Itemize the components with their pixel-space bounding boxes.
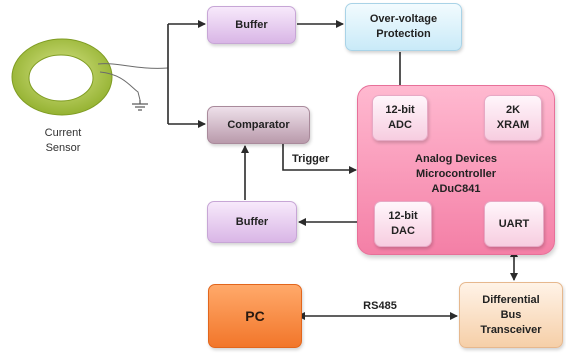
comparator-label: Comparator xyxy=(227,118,289,133)
xram-label-line1: 2K xyxy=(497,103,529,118)
uart-block: UART xyxy=(484,201,544,247)
current-sensor-icon xyxy=(12,39,112,115)
transceiver-label-line1: Differential xyxy=(480,293,541,308)
uart-label: UART xyxy=(499,217,530,232)
buffer-top-label: Buffer xyxy=(235,18,267,33)
overvoltage-protection-block: Over-voltage Protection xyxy=(345,3,462,51)
dac-label-line2: DAC xyxy=(388,224,417,239)
pc-block: PC xyxy=(208,284,302,348)
overvoltage-label-line2: Protection xyxy=(370,27,437,42)
rs485-label: RS485 xyxy=(350,299,410,314)
buffer-bottom-label: Buffer xyxy=(236,215,268,230)
dac-block: 12-bit DAC xyxy=(374,201,432,247)
comparator-block: Comparator xyxy=(207,106,310,144)
adc-label-line2: ADC xyxy=(385,118,414,133)
trigger-label-text: Trigger xyxy=(292,153,329,165)
rs485-label-text: RS485 xyxy=(363,300,397,312)
dac-label-line1: 12-bit xyxy=(388,209,417,224)
trigger-label: Trigger xyxy=(292,152,352,167)
buffer-bottom-block: Buffer xyxy=(207,201,297,243)
xram-block: 2K XRAM xyxy=(484,95,542,141)
transceiver-block: Differential Bus Transceiver xyxy=(459,282,563,348)
adc-block: 12-bit ADC xyxy=(372,95,428,141)
pc-label: PC xyxy=(245,309,264,324)
buffer-top-block: Buffer xyxy=(207,6,296,44)
adc-label-line1: 12-bit xyxy=(385,103,414,118)
xram-label-line2: XRAM xyxy=(497,118,529,133)
current-sensor-label: Current Sensor xyxy=(28,126,98,156)
transceiver-label-line3: Transceiver xyxy=(480,323,541,338)
ground-icon xyxy=(132,100,148,110)
transceiver-label-line2: Bus xyxy=(480,308,541,323)
current-sensor-label-line2: Sensor xyxy=(28,141,98,156)
microcontroller-label-line2: Microcontroller xyxy=(400,167,512,182)
microcontroller-label-line3: ADuC841 xyxy=(400,182,512,197)
overvoltage-label-line1: Over-voltage xyxy=(370,12,437,27)
microcontroller-label-line1: Analog Devices xyxy=(400,152,512,167)
current-sensor-label-line1: Current xyxy=(28,126,98,141)
microcontroller-label: Analog Devices Microcontroller ADuC841 xyxy=(400,152,512,197)
